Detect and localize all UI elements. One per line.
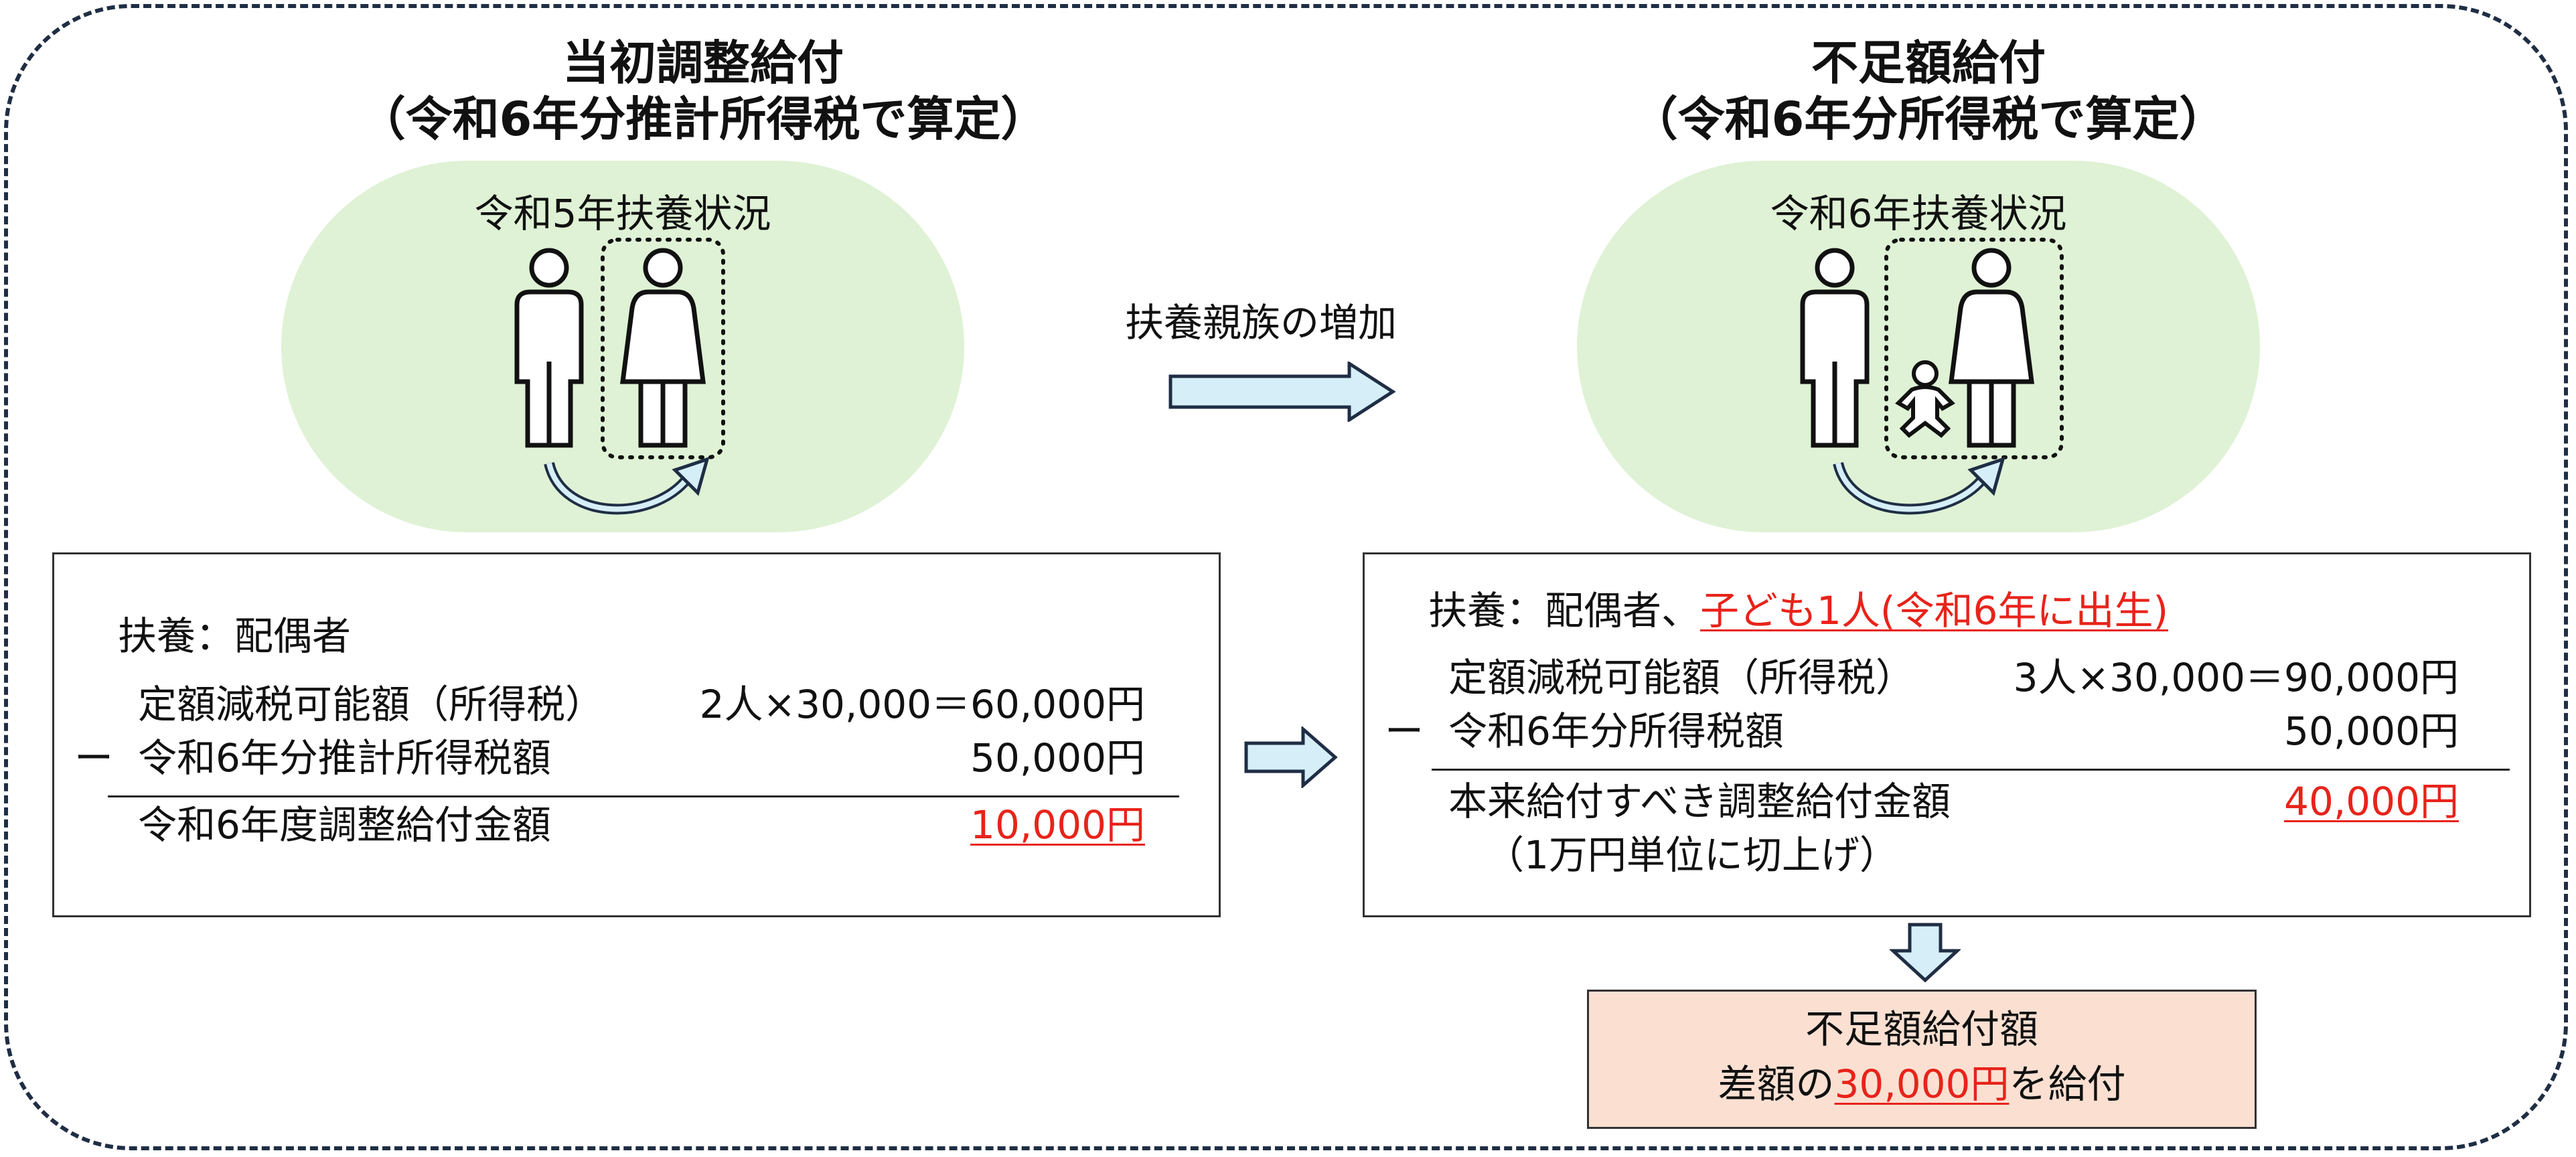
left-row1-label: 定額減税可能額（所得税） [138, 682, 605, 727]
shortfall-prefix: 差額の [1718, 1061, 1835, 1107]
left-subtitle: （令和6年分推計所得税で算定） [358, 92, 1048, 147]
left-row1-value: 2人×30,000＝60,000円 [699, 682, 1145, 727]
man-icon [1800, 248, 1870, 448]
dependents-group [1884, 238, 2064, 459]
right-result-label: 本来給付すべき調整給付金額 [1448, 779, 1951, 824]
spouse-group [601, 238, 725, 459]
curved-arrow-icon [544, 457, 710, 515]
down-arrow-icon [1890, 923, 1961, 983]
shortfall-result-box: 不足額給付額 差額の30,000円を給付 [1587, 990, 2257, 1129]
left-title: 当初調整給付 [562, 35, 844, 90]
right-row1-label: 定額減税可能額（所得税） [1448, 655, 1915, 700]
right-result-note: （1万円単位に切上げ） [1485, 832, 1898, 878]
dependent-dotted-box [1884, 238, 2064, 459]
right-heading: 不足額給付 （令和6年分所得税で算定） [1460, 35, 2397, 147]
shortfall-amount: 30,000円 [1834, 1061, 2010, 1107]
shortfall-title: 不足額給付額 [1805, 1006, 2038, 1052]
right-row2-value: 50,000円 [2284, 708, 2459, 754]
man-icon [514, 248, 584, 448]
dependent-dotted-box [601, 238, 725, 459]
right-result-value: 40,000円 [2284, 779, 2459, 824]
shortfall-amount-line: 差額の30,000円を給付 [1589, 1061, 2255, 1107]
right-sum-line [1432, 769, 2510, 771]
right-arrow-icon [1168, 362, 1396, 422]
woman-icon [1949, 248, 2034, 448]
increase-label: 扶養親族の増加 [1125, 300, 1397, 345]
right-family-illustration [1800, 238, 2064, 515]
right-title: 不足額給付 [1811, 35, 2046, 90]
right-family-scene [1577, 161, 2260, 532]
left-family-scene [281, 161, 964, 532]
left-family-illustration [514, 238, 725, 515]
left-heading: 当初調整給付 （令和6年分推計所得税で算定） [201, 35, 1205, 147]
left-minus-sign: ー [74, 735, 114, 781]
dashed-outer-frame [4, 4, 2568, 1150]
left-sum-line [108, 795, 1179, 797]
left-row2-label: 令和6年分推計所得税額 [138, 735, 551, 781]
left-calculation-box: 扶養：配偶者 定額減税可能額（所得税） 2人×30,000＝60,000円 ー … [52, 552, 1221, 917]
right-row1-value: 3人×30,000＝90,000円 [2013, 655, 2459, 700]
woman-icon [620, 248, 706, 448]
left-result-label: 令和6年度調整給付金額 [138, 802, 551, 848]
baby-icon [1895, 360, 1955, 438]
left-row2-value: 50,000円 [970, 735, 1145, 781]
right-row2-label: 令和6年分所得税額 [1448, 708, 1784, 754]
curved-arrow-icon [1833, 457, 2005, 515]
right-calculation-box: 扶養：配偶者、子ども1人(令和6年に出生) 定額減税可能額（所得税） 3人×30… [1363, 552, 2531, 917]
right-subtitle: （令和6年分所得税で算定） [1631, 92, 2226, 147]
small-right-arrow-icon [1244, 726, 1338, 788]
left-result-value: 10,000円 [970, 802, 1145, 848]
left-dependents: 扶養：配偶者 [118, 613, 352, 659]
left-scene-label: 令和5年扶養状況 [474, 191, 771, 236]
right-minus-sign: ー [1385, 708, 1424, 754]
shortfall-suffix: を給付 [2009, 1061, 2126, 1107]
right-dependents-prefix: 扶養：配偶者、 [1428, 588, 1701, 633]
right-dependents-added: 子ども1人(令和6年に出生) [1700, 588, 2169, 633]
right-dependents: 扶養：配偶者、子ども1人(令和6年に出生) [1428, 588, 2168, 633]
right-scene-label: 令和6年扶養状況 [1770, 191, 2067, 236]
